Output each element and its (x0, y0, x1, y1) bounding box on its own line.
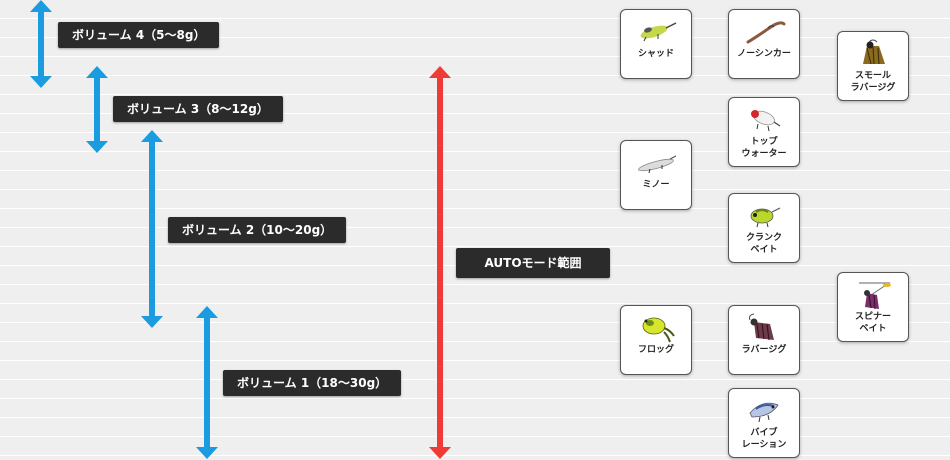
lure-label: スピナー ベイト (854, 312, 891, 334)
lure-label: シャッド (637, 49, 674, 59)
lure-card-shad: シャッド (620, 9, 692, 79)
volume-1-range-arrow (196, 306, 218, 459)
crankbait-icon (750, 207, 781, 228)
topwater-lure-icon (751, 110, 781, 132)
lure-label: クランク ベイト (745, 233, 782, 255)
lure-card-rubber-jig: ラバージグ (728, 305, 800, 375)
lure-label: トップ ウォーター (741, 137, 787, 159)
volume-3-range-arrow (86, 66, 108, 153)
shad-lure-icon (640, 22, 677, 42)
volume-1-label: ボリューム 1（18〜30g） (223, 370, 402, 396)
rubber-jig-icon (749, 313, 774, 341)
lure-label: ラバージグ (741, 345, 787, 355)
lure-label: ノーシンカー (737, 49, 791, 59)
lure-label: ミノー (642, 180, 670, 190)
lure-label: スモール ラバージグ (850, 71, 896, 93)
lure-card-no-sinker: ノーシンカー (728, 9, 800, 79)
volume-4-label: ボリューム 4（5〜8g） (58, 22, 220, 48)
lure-card-spinnerbait: スピナー ベイト (837, 272, 909, 342)
spinnerbait-icon (859, 282, 891, 310)
minnow-lure-icon (638, 155, 677, 174)
lure-label: フロッグ (637, 345, 674, 355)
vibration-lure-icon (749, 402, 779, 423)
lure-card-minnow: ミノー (620, 140, 692, 210)
lure-card-crankbait: クランク ベイト (728, 193, 800, 263)
lure-card-small-rubber-jig: スモール ラバージグ (837, 31, 909, 101)
volume-4-range-arrow (30, 0, 52, 88)
volume-2-range-arrow (141, 130, 163, 328)
lure-card-frog: フロッグ (620, 305, 692, 375)
frog-lure-icon (642, 317, 675, 343)
auto-mode-label: AUTOモード範囲 (456, 248, 610, 278)
lure-card-vibration: バイブ レーション (728, 388, 800, 458)
lure-label: バイブ レーション (741, 428, 787, 450)
volume-3-label: ボリューム 3（8〜12g） (113, 96, 283, 122)
small-rubber-jig-icon (863, 39, 885, 65)
no-sinker-worm-icon (746, 21, 786, 44)
lure-card-topwater: トップ ウォーター (728, 97, 800, 167)
volume-2-label: ボリューム 2（10〜20g） (168, 217, 347, 243)
auto-mode-range-arrow (429, 66, 451, 459)
